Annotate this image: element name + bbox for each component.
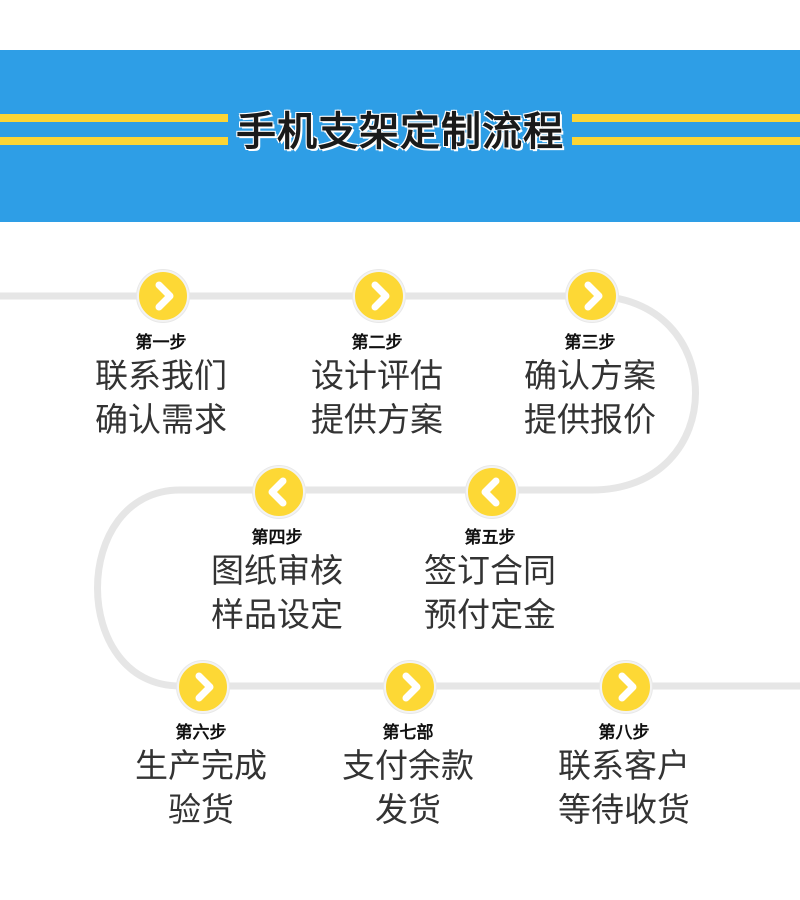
banner-stripe-right-top	[572, 114, 800, 122]
chevron-left-icon	[268, 477, 287, 507]
step-8: 第八步 联系客户 等待收货	[524, 722, 724, 832]
banner-stripe-right-bottom	[572, 137, 800, 145]
step-4-line2: 样品设定	[211, 595, 343, 634]
step-8-arrow-right-icon	[600, 661, 652, 713]
step-3-arrow-right-icon	[566, 270, 618, 322]
step-6-arrow-right-icon	[177, 661, 229, 713]
step-7-line2: 发货	[375, 790, 441, 829]
step-6-line2: 验货	[168, 790, 234, 829]
step-2-label: 第二步	[351, 333, 403, 353]
chevron-right-icon	[195, 672, 214, 702]
banner-stripe-left-bottom	[0, 137, 228, 145]
step-2-arrow-right-icon	[353, 270, 405, 322]
step-8-label: 第八步	[598, 723, 650, 743]
step-3-label: 第三步	[564, 333, 616, 353]
step-7-line1: 支付余款	[342, 746, 474, 785]
banner-stripe-left-top	[0, 114, 228, 122]
step-7-arrow-right-icon	[384, 661, 436, 713]
step-5: 第五步 签订合同 预付定金	[390, 527, 590, 637]
chevron-right-icon	[584, 281, 603, 311]
chevron-right-icon	[402, 672, 421, 702]
step-4-line1: 图纸审核	[211, 551, 343, 590]
header-banner	[0, 50, 800, 222]
step-3: 第三步 确认方案 提供报价	[490, 332, 690, 442]
step-1-label: 第一步	[135, 333, 187, 353]
step-1-line2: 确认需求	[95, 400, 227, 439]
chevron-left-icon	[481, 477, 500, 507]
step-5-line2: 预付定金	[424, 595, 556, 634]
step-7: 第七部 支付余款 发货	[308, 722, 508, 832]
page-title: 手机支架定制流程	[236, 109, 564, 155]
chevron-right-icon	[618, 672, 637, 702]
step-8-line1: 联系客户	[558, 746, 690, 785]
step-2: 第二步 设计评估 提供方案	[277, 332, 477, 442]
step-4-label: 第四步	[251, 528, 303, 548]
step-5-label: 第五步	[464, 528, 516, 548]
step-1-arrow-right-icon	[137, 270, 189, 322]
step-4: 第四步 图纸审核 样品设定	[177, 527, 377, 637]
step-3-line1: 确认方案	[524, 356, 656, 395]
step-4-arrow-left-icon	[253, 466, 305, 518]
step-5-line1: 签订合同	[424, 551, 556, 590]
step-6-label: 第六步	[175, 723, 227, 743]
chevron-right-icon	[155, 281, 174, 311]
step-7-label: 第七部	[382, 723, 434, 743]
step-1: 第一步 联系我们 确认需求	[61, 332, 261, 442]
step-2-line1: 设计评估	[311, 356, 443, 395]
step-2-line2: 提供方案	[311, 400, 443, 439]
step-8-line2: 等待收货	[558, 790, 690, 829]
step-3-line2: 提供报价	[524, 400, 656, 439]
chevron-right-icon	[371, 281, 390, 311]
step-6: 第六步 生产完成 验货	[101, 722, 301, 832]
step-1-line1: 联系我们	[95, 356, 227, 395]
step-5-arrow-left-icon	[466, 466, 518, 518]
step-6-line1: 生产完成	[135, 746, 267, 785]
